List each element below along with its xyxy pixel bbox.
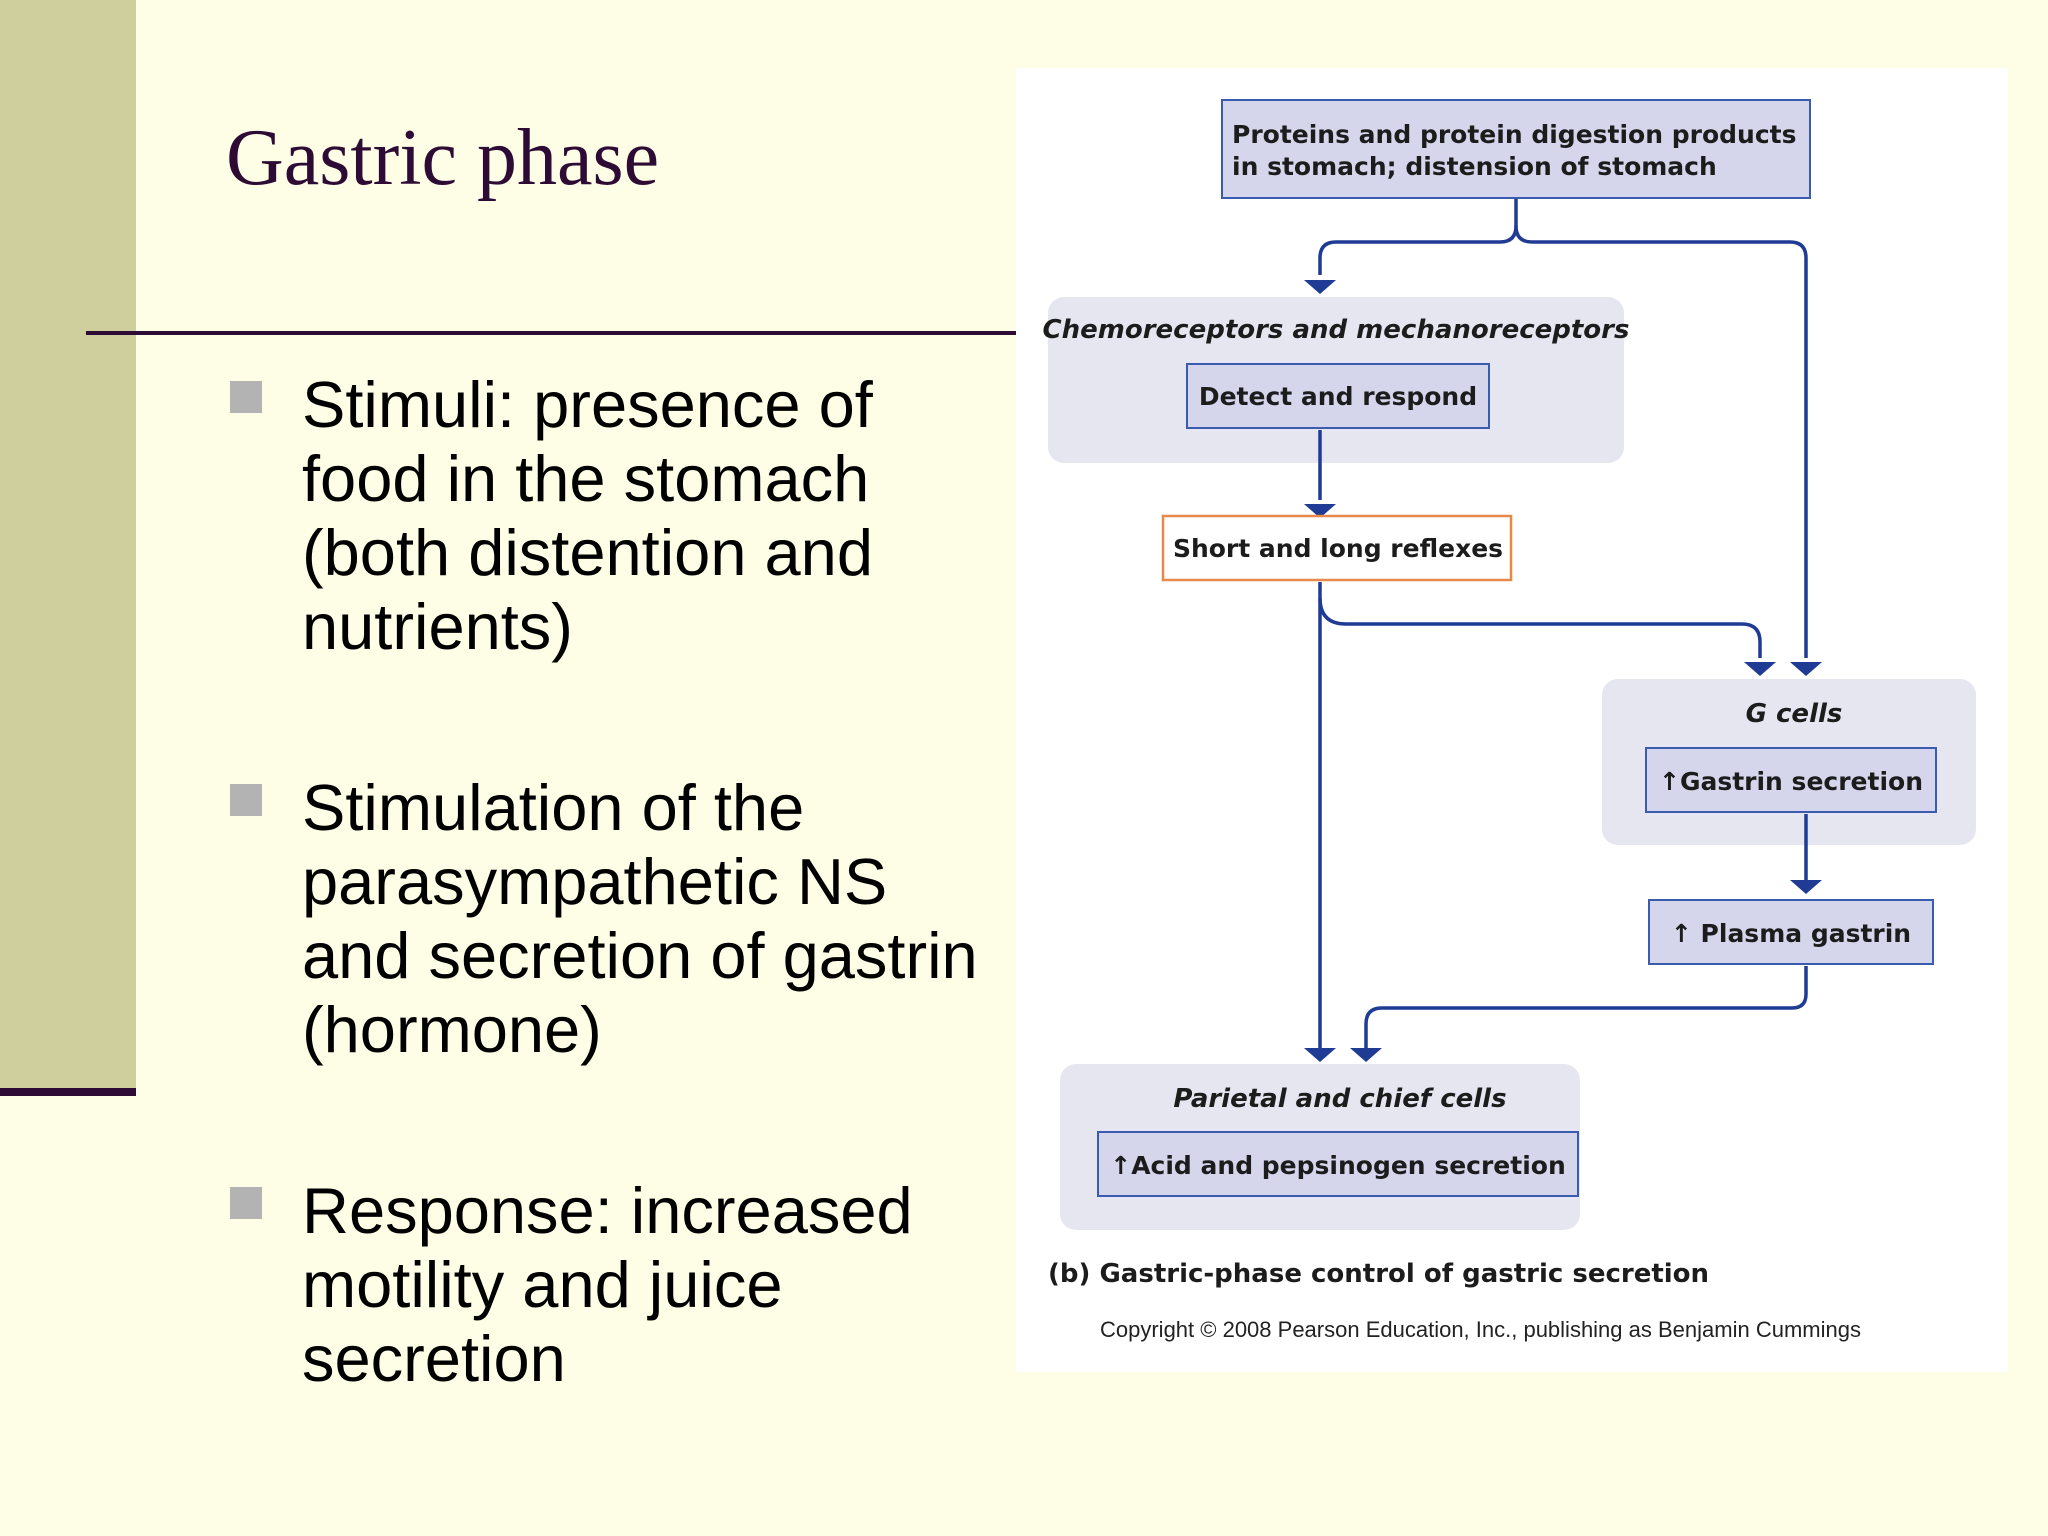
sidebar-rule — [0, 1088, 136, 1096]
caption-label: (b) — [1048, 1259, 1090, 1289]
bullet-item-stimulation: Stimulation of the parasympathetic NS an… — [230, 771, 1030, 1067]
acid-secretion-box — [1097, 1131, 1579, 1197]
square-bullet-icon — [230, 784, 262, 816]
gastrin-secretion-text: ↑Gastrin secretion — [1659, 767, 1923, 796]
flowchart-figure: Proteins and protein digestion products … — [1016, 68, 2008, 1372]
plasma-gastrin-label: Plasma gastrin — [1701, 919, 1912, 948]
square-bullet-icon — [230, 381, 262, 413]
reflexes-label: Short and long reflexes — [1173, 534, 1503, 563]
stimulus-box — [1221, 99, 1811, 199]
g-cells-group-label: G cells — [1746, 699, 1843, 729]
acid-secretion-label: Acid and pepsinogen secretion — [1131, 1151, 1566, 1180]
arrowhead-icon — [1790, 880, 1822, 894]
detect-respond-label: Detect and respond — [1199, 382, 1477, 411]
gastrin-secretion-box — [1645, 747, 1937, 813]
slide-title: Gastric phase — [226, 114, 660, 202]
bullet-item-response: Response: increased motility and juice s… — [230, 1174, 1030, 1396]
parietal-group-label: Parietal and chief cells — [1173, 1084, 1506, 1114]
reflexes-box — [1161, 514, 1513, 582]
plasma-gastrin-text: ↑ Plasma gastrin — [1671, 919, 1911, 948]
stimulus-line-1: Proteins and protein digestion products — [1232, 120, 1796, 149]
connector-stimulus-receptors — [1318, 198, 1518, 275]
arrowhead-icon — [1304, 504, 1336, 518]
bullet-item-stimuli: Stimuli: presence of food in the stomach… — [230, 368, 1030, 664]
copyright-notice: Copyright © 2008 Pearson Education, Inc.… — [1100, 1317, 1861, 1342]
caption-text: Gastric-phase control of gastric secreti… — [1099, 1259, 1709, 1289]
receptors-group-label: Chemoreceptors and mechanoreceptors — [1043, 315, 1630, 345]
bullet-text: Response: increased motility and juice s… — [302, 1174, 913, 1395]
detect-respond-box — [1186, 363, 1490, 429]
connector-plasma-parietal — [1364, 966, 1808, 1048]
square-bullet-icon — [230, 1187, 262, 1219]
increase-arrow-icon: ↑ — [1659, 767, 1680, 796]
arrowhead-icon — [1350, 1048, 1382, 1062]
arrowhead-icon — [1744, 662, 1776, 676]
figure-caption: (b) Gastric-phase control of gastric sec… — [1048, 1259, 1709, 1289]
title-rule — [86, 331, 1020, 335]
gastrin-secretion-label: Gastrin secretion — [1680, 767, 1923, 796]
stimulus-line-2: in stomach; distension of stomach — [1232, 152, 1717, 181]
bullet-text: Stimuli: presence of food in the stomach… — [302, 368, 873, 663]
connector-stimulus-g-cells — [1514, 225, 1808, 658]
bullet-list: Stimuli: presence of food in the stomach… — [230, 368, 1030, 1396]
flowchart-svg: Proteins and protein digestion products … — [1043, 99, 1976, 1342]
bullet-text: Stimulation of the parasympathetic NS an… — [302, 771, 978, 1066]
connector-reflexes-g-cells — [1318, 597, 1762, 658]
arrowhead-icon — [1790, 662, 1822, 676]
arrowhead-icon — [1304, 1048, 1336, 1062]
acid-secretion-text: ↑Acid and pepsinogen secretion — [1110, 1151, 1566, 1180]
plasma-gastrin-box — [1648, 899, 1934, 965]
increase-arrow-icon: ↑ — [1671, 919, 1692, 948]
sidebar-bar — [0, 0, 136, 1088]
increase-arrow-icon: ↑ — [1110, 1151, 1131, 1180]
arrowhead-icon — [1304, 280, 1336, 294]
